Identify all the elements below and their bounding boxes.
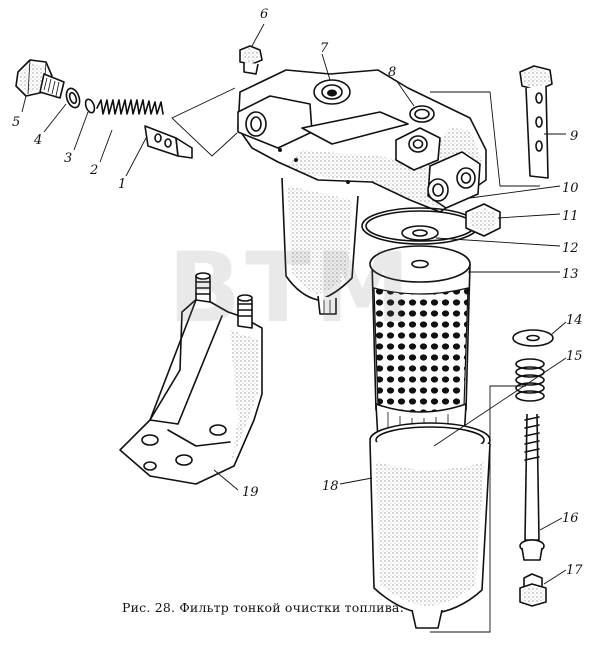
washer-part <box>65 87 81 109</box>
spring-part <box>96 99 164 115</box>
callout-18: 18 <box>322 479 339 494</box>
hollow-bolt-part <box>519 65 553 179</box>
small-washer-part <box>84 98 96 114</box>
top-plug-part <box>239 45 263 75</box>
callout-16: 16 <box>562 511 579 526</box>
callout-11: 11 <box>562 209 579 224</box>
callout-12: 12 <box>562 241 579 256</box>
filter-head-part <box>237 69 487 213</box>
callout-10: 10 <box>562 181 579 196</box>
callout-1: 1 <box>118 177 126 192</box>
leader-lines <box>21 23 567 633</box>
callout-4: 4 <box>33 133 42 148</box>
callout-6: 6 <box>260 7 268 22</box>
callout-7: 7 <box>320 41 329 56</box>
callout-9: 9 <box>570 129 578 144</box>
callout-2: 2 <box>89 163 98 178</box>
bleed-plug-part <box>465 203 501 237</box>
seal-washer-part <box>401 225 439 241</box>
callouts: 1 2 3 4 5 6 7 8 9 10 11 12 13 14 15 16 1… <box>12 7 583 578</box>
sediment-bowl-part <box>281 177 359 315</box>
callout-5: 5 <box>12 115 20 130</box>
filter-bowl-part <box>369 422 491 629</box>
spring-seat-part <box>512 329 554 347</box>
callout-15: 15 <box>566 349 583 364</box>
callout-14: 14 <box>566 313 583 328</box>
center-rod-part <box>519 413 545 561</box>
callout-8: 8 <box>388 65 396 80</box>
mounting-bracket-part <box>119 272 263 485</box>
callout-19: 19 <box>242 485 259 500</box>
o-ring-part <box>409 105 435 123</box>
valve-plunger-part <box>144 125 193 159</box>
callout-17: 17 <box>566 563 583 578</box>
callout-13: 13 <box>562 267 579 282</box>
plug-bolt-part <box>15 59 65 99</box>
drain-plug-part <box>519 573 547 607</box>
filter-element-part <box>369 245 471 450</box>
callout-3: 3 <box>64 151 72 166</box>
figure-caption: Рис. 28. Фильтр тонкой очистки топлива: <box>122 600 405 615</box>
element-spring-part <box>515 358 545 402</box>
